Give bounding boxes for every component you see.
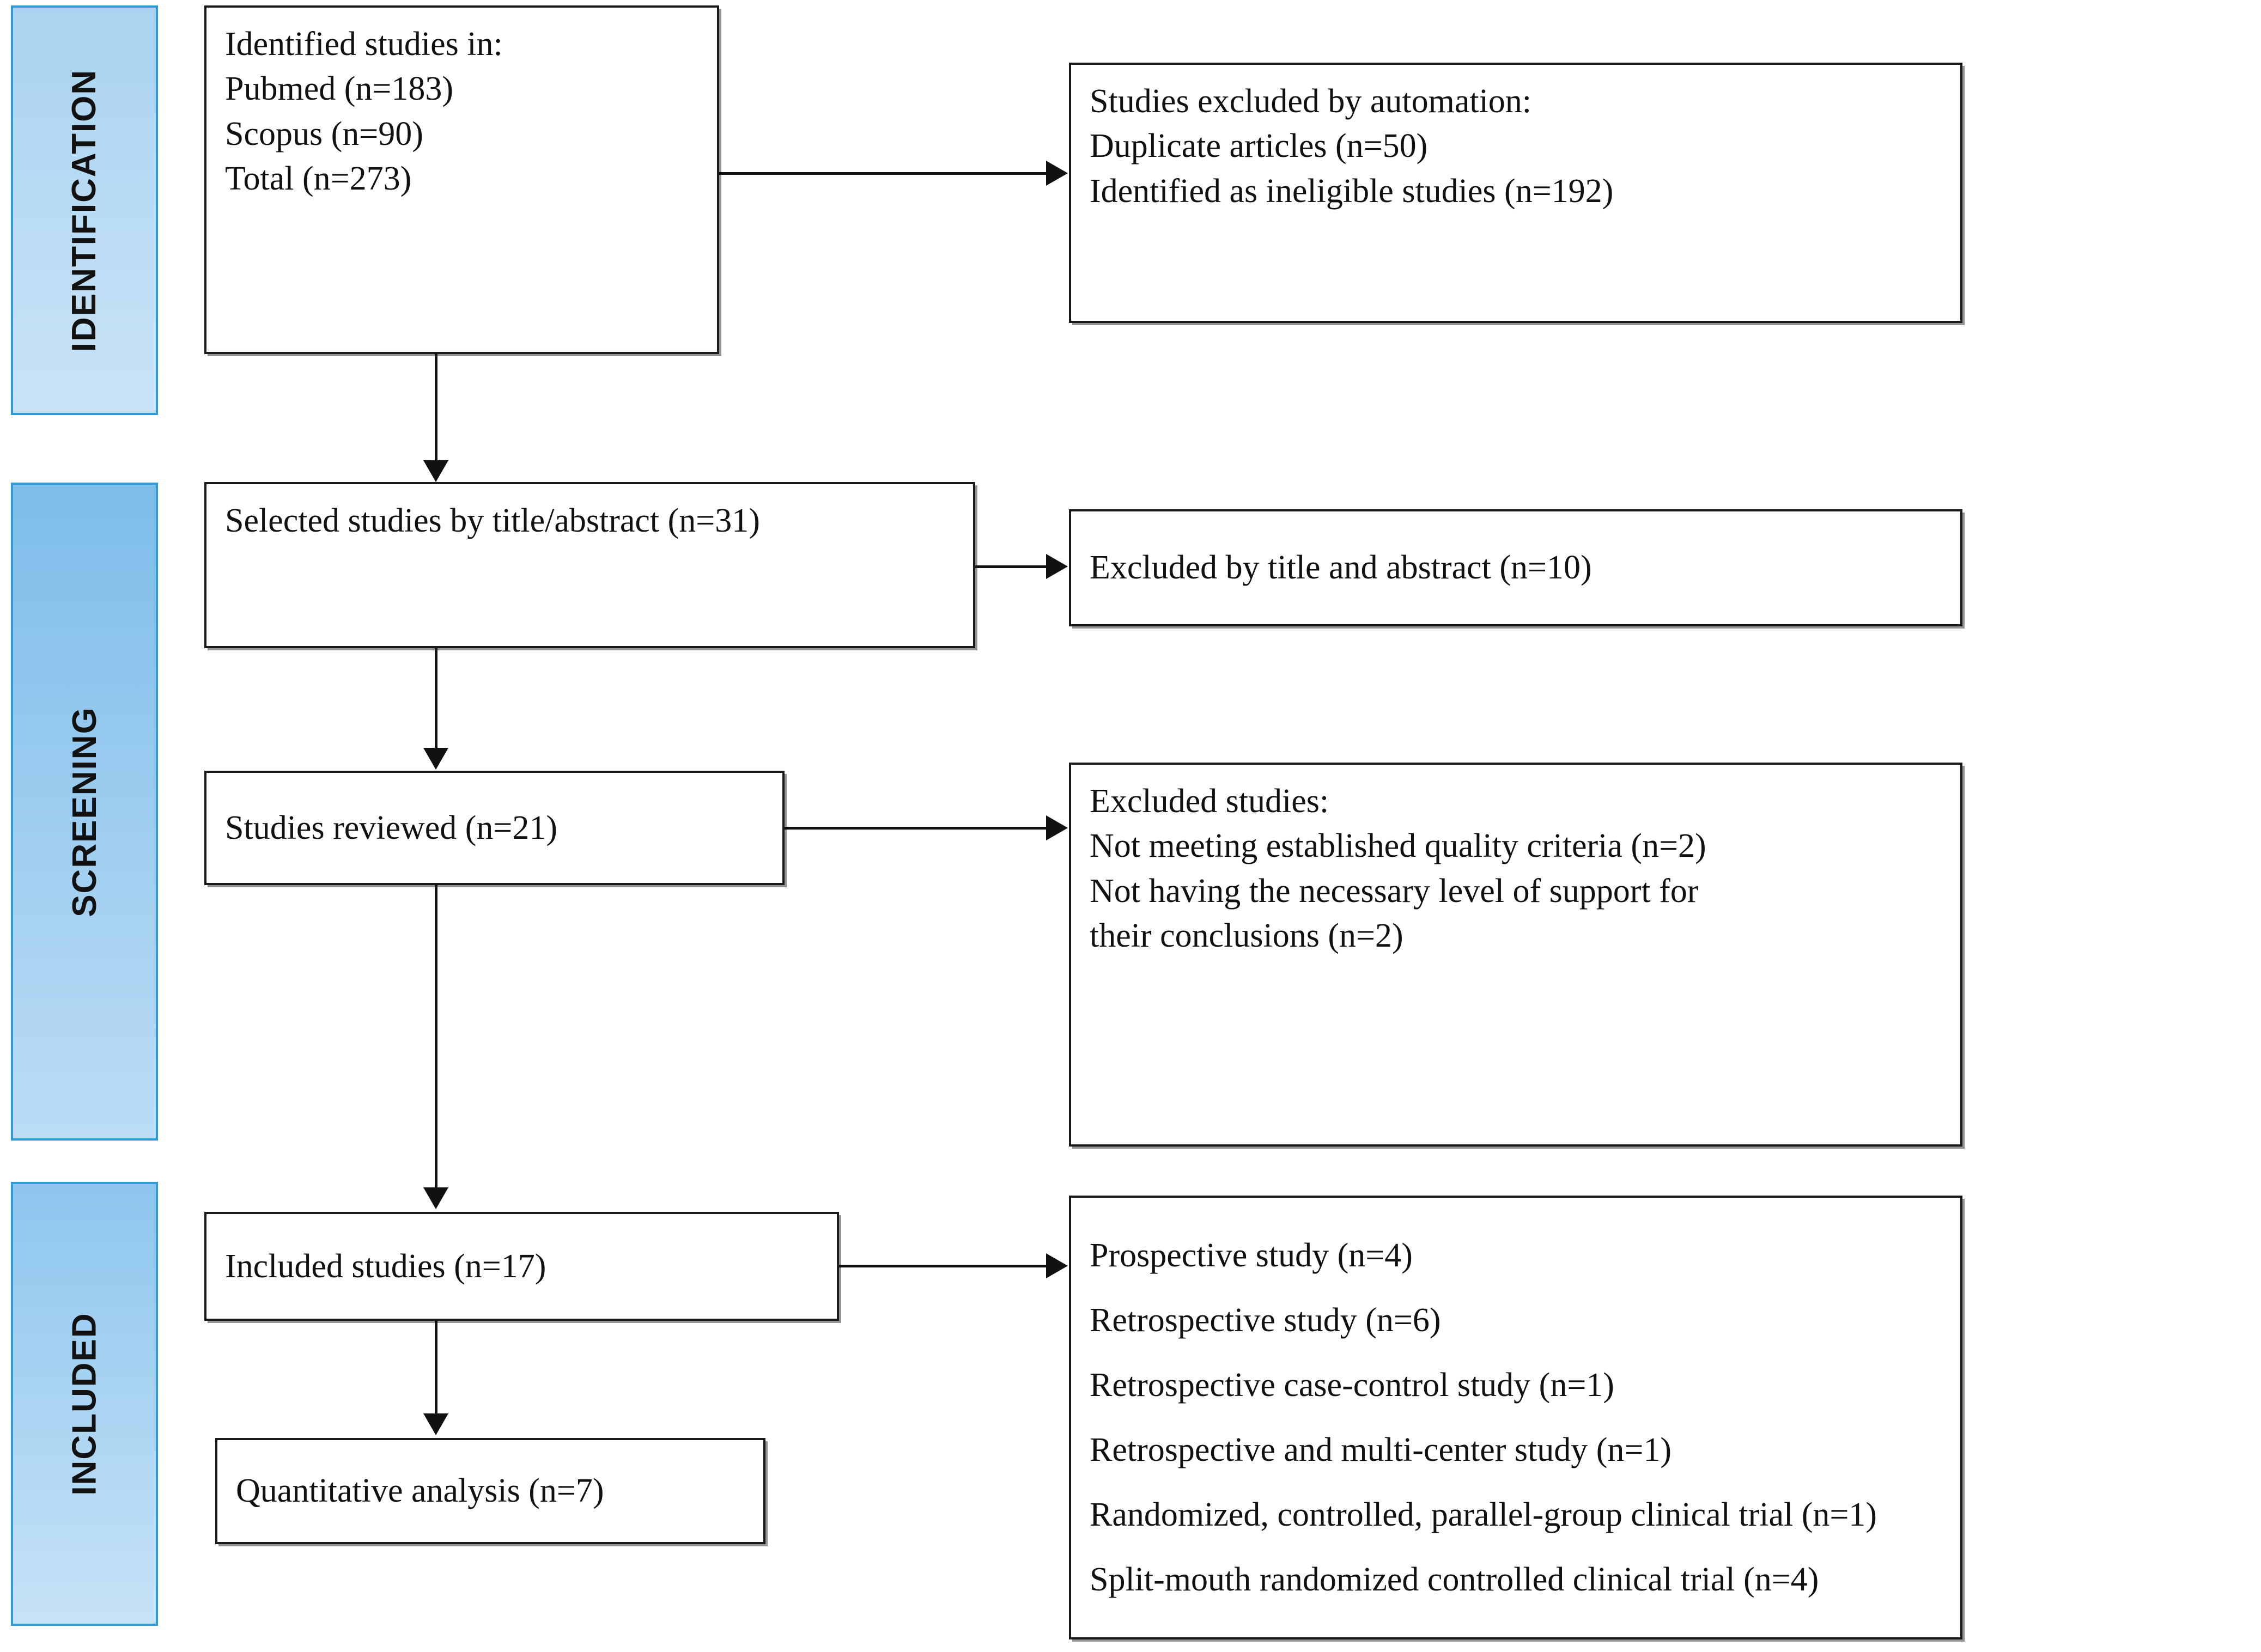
stage-band-included: INCLUDED [11, 1182, 158, 1626]
identified-studies-line-4: Total (n=273) [225, 160, 412, 198]
arrowhead-reviewed-to-excluded-studies [1046, 815, 1068, 840]
included-studies-box: Included studies (n=17) [204, 1212, 839, 1321]
stage-band-identification: IDENTIFICATION [11, 5, 158, 415]
study-types-line-2: Retrospective study (n=6) [1090, 1302, 1441, 1339]
connector-identified-to-selected [435, 354, 437, 463]
study-types-line-6: Split-mouth randomized controlled clinic… [1090, 1561, 1819, 1598]
stage-band-included-label: INCLUDED [65, 1312, 104, 1496]
studies-reviewed-line-1: Studies reviewed (n=21) [225, 809, 558, 846]
quantitative-analysis-line-1: Quantitative analysis (n=7) [236, 1472, 604, 1510]
study-types-box: Prospective study (n=4) Retrospective st… [1069, 1196, 1962, 1639]
automation-excluded-line-1: Studies excluded by automation: [1090, 83, 1532, 120]
included-studies-line-1: Included studies (n=17) [225, 1247, 546, 1285]
arrowhead-identified-to-automation [1046, 161, 1068, 186]
connector-identified-to-automation [719, 172, 1046, 175]
automation-excluded-box: Studies excluded by automation: Duplicat… [1069, 63, 1962, 323]
stage-band-screening: SCREENING [11, 483, 158, 1141]
quantitative-analysis-box: Quantitative analysis (n=7) [215, 1438, 765, 1544]
connector-reviewed-to-excluded-studies [785, 827, 1046, 830]
excluded-studies-line-2: Not meeting established quality criteria… [1090, 827, 1706, 865]
arrowhead-selected-to-excluded-title [1046, 554, 1068, 579]
excluded-studies-line-3: Not having the necessary level of suppor… [1090, 872, 1699, 910]
stage-band-identification-label: IDENTIFICATION [65, 69, 104, 352]
study-types-line-5: Randomized, controlled, parallel-group c… [1090, 1496, 1877, 1533]
connector-reviewed-to-included [435, 885, 437, 1190]
selected-by-title-abstract-box: Selected studies by title/abstract (n=31… [204, 482, 975, 648]
identified-studies-line-3: Scopus (n=90) [225, 115, 423, 153]
study-types-line-1: Prospective study (n=4) [1090, 1237, 1413, 1274]
connector-included-to-study-types [839, 1265, 1046, 1267]
arrowhead-included-to-quantitative [423, 1413, 448, 1435]
arrowhead-identified-to-selected [423, 460, 448, 482]
identified-studies-line-1: Identified studies in: [225, 26, 503, 63]
identified-studies-line-2: Pubmed (n=183) [225, 70, 453, 108]
arrowhead-reviewed-to-included [423, 1187, 448, 1209]
study-types-line-3: Retrospective case-control study (n=1) [1090, 1367, 1614, 1404]
study-types-line-4: Retrospective and multi-center study (n=… [1090, 1431, 1672, 1468]
automation-excluded-line-2: Duplicate articles (n=50) [1090, 127, 1428, 165]
excluded-studies-box: Excluded studies: Not meeting establishe… [1069, 763, 1962, 1147]
studies-reviewed-box: Studies reviewed (n=21) [204, 771, 785, 885]
connector-included-to-quantitative [435, 1321, 437, 1416]
arrowhead-selected-to-reviewed [423, 748, 448, 770]
selected-by-title-abstract-line-1: Selected studies by title/abstract (n=31… [225, 502, 760, 539]
automation-excluded-line-3: Identified as ineligible studies (n=192) [1090, 172, 1614, 210]
identified-studies-box: Identified studies in: Pubmed (n=183) Sc… [204, 5, 719, 354]
excluded-studies-line-4: their conclusions (n=2) [1090, 917, 1403, 955]
connector-selected-to-reviewed [435, 648, 437, 751]
excluded-studies-line-1: Excluded studies: [1090, 783, 1329, 820]
excluded-by-title-abstract-line-1: Excluded by title and abstract (n=10) [1090, 549, 1592, 587]
arrowhead-included-to-study-types [1046, 1253, 1068, 1278]
stage-band-screening-label: SCREENING [65, 706, 104, 917]
connector-selected-to-excluded-title [975, 565, 1046, 568]
excluded-by-title-abstract-box: Excluded by title and abstract (n=10) [1069, 509, 1962, 626]
